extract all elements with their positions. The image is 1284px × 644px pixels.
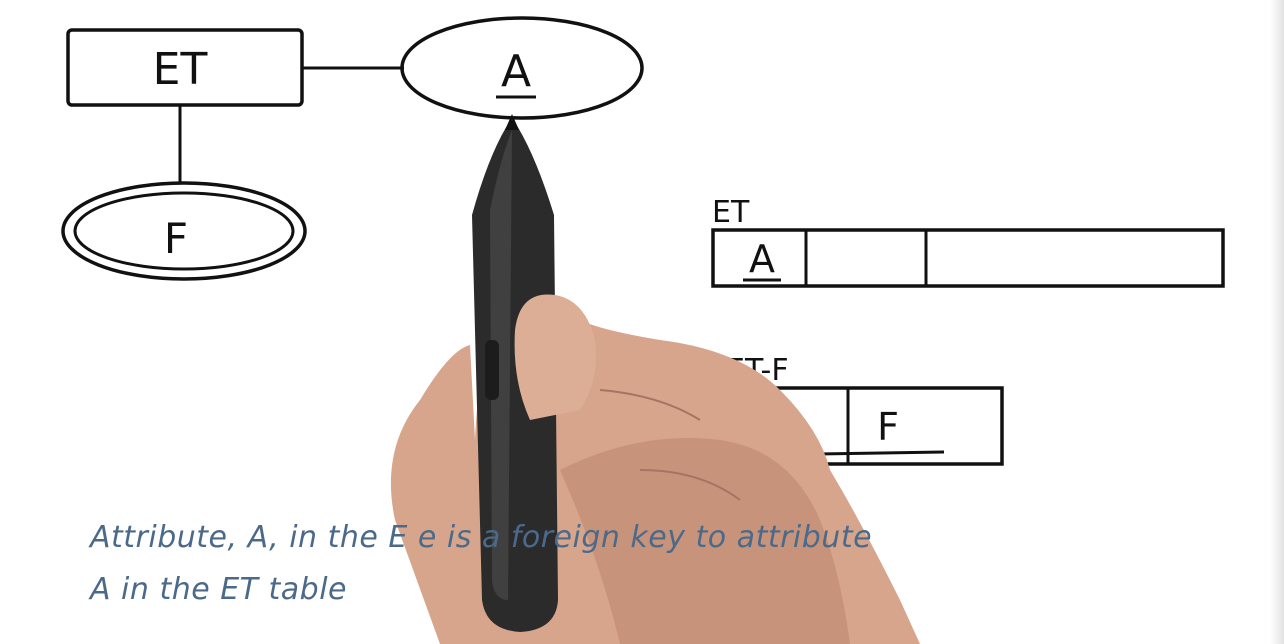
table-et-name: ET — [712, 195, 750, 230]
knuckle-line-1 — [599, 389, 701, 421]
multivalued-attribute-f: F — [61, 181, 307, 281]
entity-et: ET — [66, 28, 304, 107]
caption-note: Attribute, A, in the E e is a foreign ke… — [90, 512, 1170, 616]
table-et: ET A — [711, 195, 1225, 288]
caption-line-2: A in the ET table — [90, 572, 348, 607]
pen-highlight — [490, 130, 512, 600]
presenter-hand-with-pen — [390, 114, 921, 644]
thumb — [514, 294, 596, 420]
hand-shade — [560, 438, 850, 644]
table-et-f-col-f: F — [877, 405, 899, 449]
attribute-a-label: A — [501, 46, 531, 97]
attribute-a: A — [400, 16, 644, 120]
pen-button — [485, 340, 499, 400]
table-et-col-a: A — [749, 237, 775, 281]
knuckle-line-2 — [639, 469, 741, 501]
attribute-f-label: F — [164, 214, 188, 263]
frame-edge-shadow — [1270, 0, 1284, 644]
caption-line-1: Attribute, A, in the E e is a foreign ke… — [90, 520, 873, 555]
pen-tip — [505, 114, 519, 130]
entity-et-label: ET — [153, 44, 208, 95]
